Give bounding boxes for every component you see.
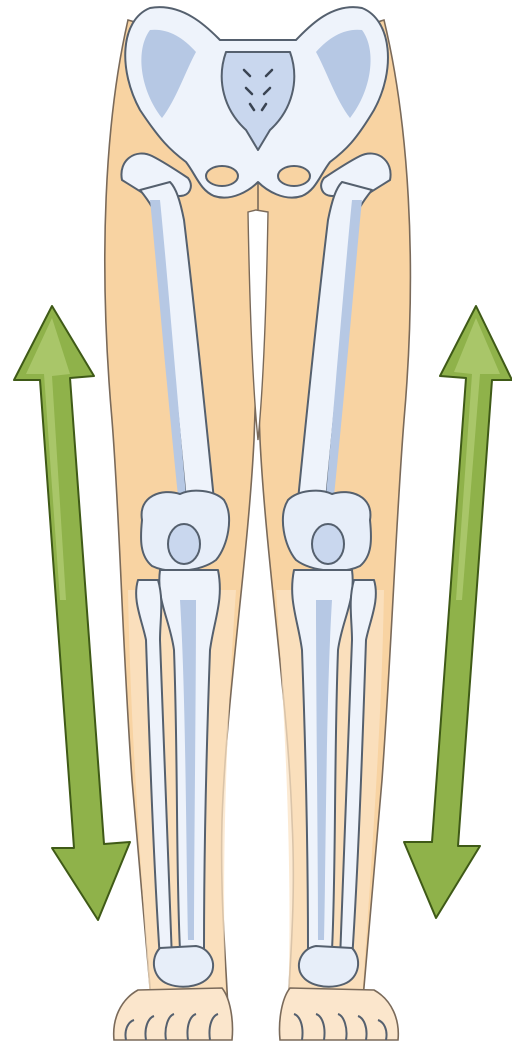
right-patella — [312, 524, 344, 564]
right-ankle — [299, 946, 358, 987]
right-double-arrow-icon — [404, 306, 512, 918]
left-ankle — [154, 946, 213, 987]
left-patella — [168, 524, 200, 564]
feet — [114, 988, 399, 1040]
